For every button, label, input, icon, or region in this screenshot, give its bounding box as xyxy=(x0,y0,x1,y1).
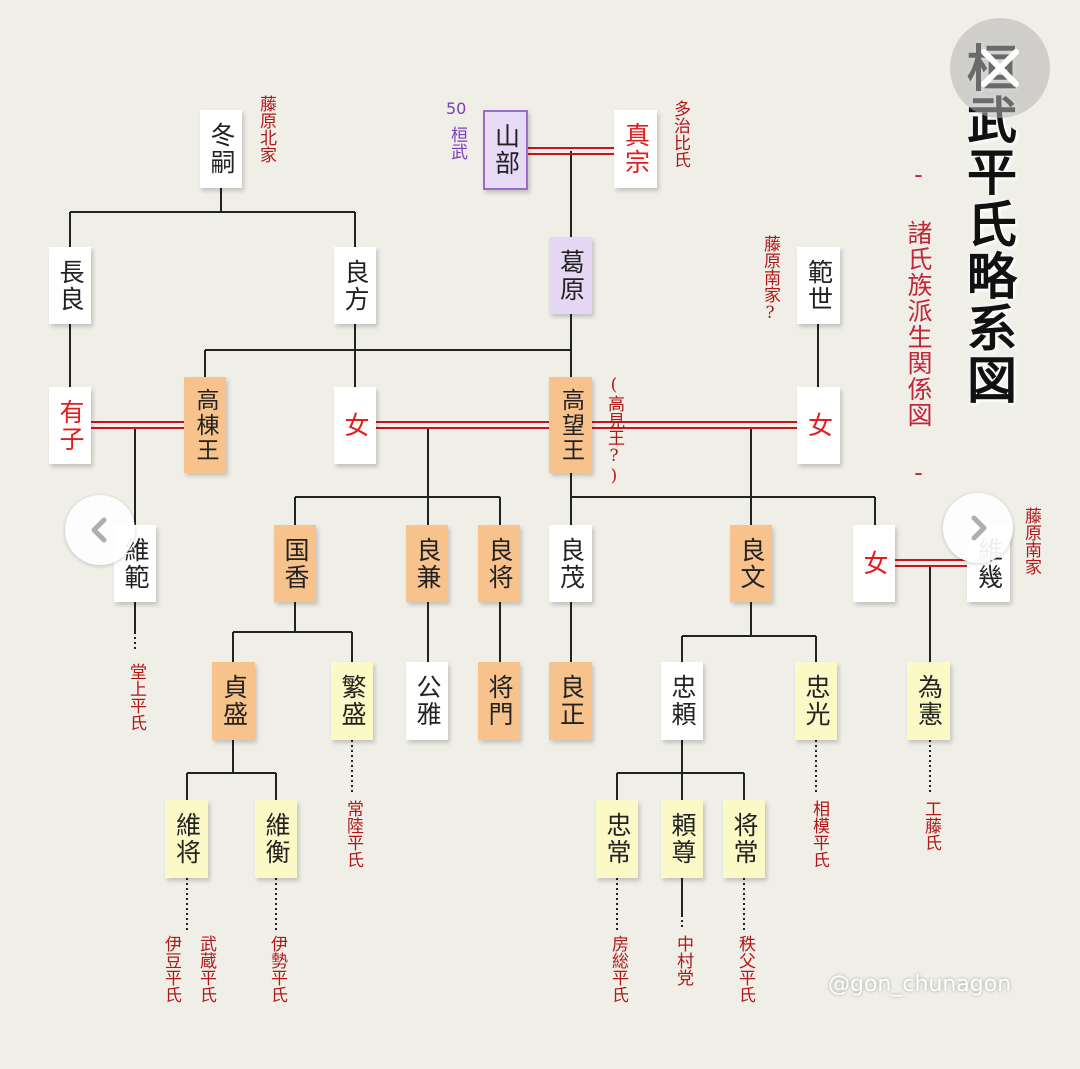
person-masakado: 将門 xyxy=(478,662,520,740)
person-kinmasa: 公雅 xyxy=(406,662,448,740)
person-yoshimasa: 良正 xyxy=(549,662,592,740)
person-kunika: 国香 xyxy=(274,525,316,602)
label-hitachi: 常陸平氏 xyxy=(343,800,363,868)
label-nanke: 藤原南家 xyxy=(1021,507,1041,575)
label-hokke: 藤原北家 xyxy=(256,95,276,163)
diagram-subtitle: - 諸氏族派生関係図 - xyxy=(904,160,933,488)
person-onna1: 女 xyxy=(334,387,376,464)
person-yoshishige: 良茂 xyxy=(549,525,592,602)
person-tadatsune: 忠常 xyxy=(596,800,638,878)
person-yoritaka: 頼尊 xyxy=(661,800,703,878)
label-dojo: 堂上平氏 xyxy=(126,663,146,731)
person-korehira: 維衡 xyxy=(255,800,297,878)
person-tamenori: 為憲 xyxy=(907,662,950,740)
label-boso: 房総平氏 xyxy=(608,935,628,1003)
label-takami: (高見王?) xyxy=(604,375,624,486)
chevron-right-icon xyxy=(971,515,987,541)
person-sadamori: 貞盛 xyxy=(212,662,255,740)
person-tadayori: 忠頼 xyxy=(661,662,703,740)
person-ariko: 有子 xyxy=(49,387,91,464)
chevron-left-icon xyxy=(91,517,107,543)
person-yoshifumi: 良文 xyxy=(730,525,772,602)
label-izu: 伊豆平氏 xyxy=(161,935,181,1003)
person-shigemori: 繁盛 xyxy=(331,662,373,740)
label-nanke_q: 藤原南家? xyxy=(760,235,780,323)
next-button[interactable] xyxy=(943,493,1013,563)
person-takamune: 高棟王 xyxy=(184,377,226,473)
person-yoshimochi: 良将 xyxy=(478,525,520,602)
person-yoshikata: 良方 xyxy=(334,247,376,324)
person-kazurahara: 葛原 xyxy=(549,237,592,314)
person-masatsune: 将常 xyxy=(723,800,765,878)
label-sagami: 相模平氏 xyxy=(809,800,829,868)
watermark: @gon_chunagon xyxy=(828,972,1012,997)
person-yamabe: 山部 xyxy=(483,110,528,190)
close-icon xyxy=(981,49,1019,87)
label-musashi: 武蔵平氏 xyxy=(196,935,216,1003)
emperor-number: 50 xyxy=(446,99,467,118)
prev-button[interactable] xyxy=(65,495,135,565)
person-mamune: 真宗 xyxy=(614,110,657,188)
person-koremasa: 維将 xyxy=(165,800,208,878)
person-tadamitsu: 忠光 xyxy=(795,662,837,740)
person-nagara: 長良 xyxy=(49,247,91,324)
label-nakamura: 中村党 xyxy=(673,935,693,986)
person-onna3: 女 xyxy=(853,525,895,602)
label-tajihi: 多治比氏 xyxy=(670,100,690,168)
person-noriyo: 範世 xyxy=(797,247,840,324)
close-button[interactable] xyxy=(950,18,1050,118)
person-yoshikane: 良兼 xyxy=(406,525,448,602)
label-chichibu: 秩父平氏 xyxy=(735,935,755,1003)
label-kanmu: 桓武 xyxy=(447,126,467,160)
person-takamochi: 高望王 xyxy=(549,377,592,473)
person-onna2: 女 xyxy=(797,387,840,464)
label-ise: 伊勢平氏 xyxy=(267,935,287,1003)
label-kudo: 工藤氏 xyxy=(921,800,941,851)
person-fuyutsugu: 冬嗣 xyxy=(200,110,242,188)
